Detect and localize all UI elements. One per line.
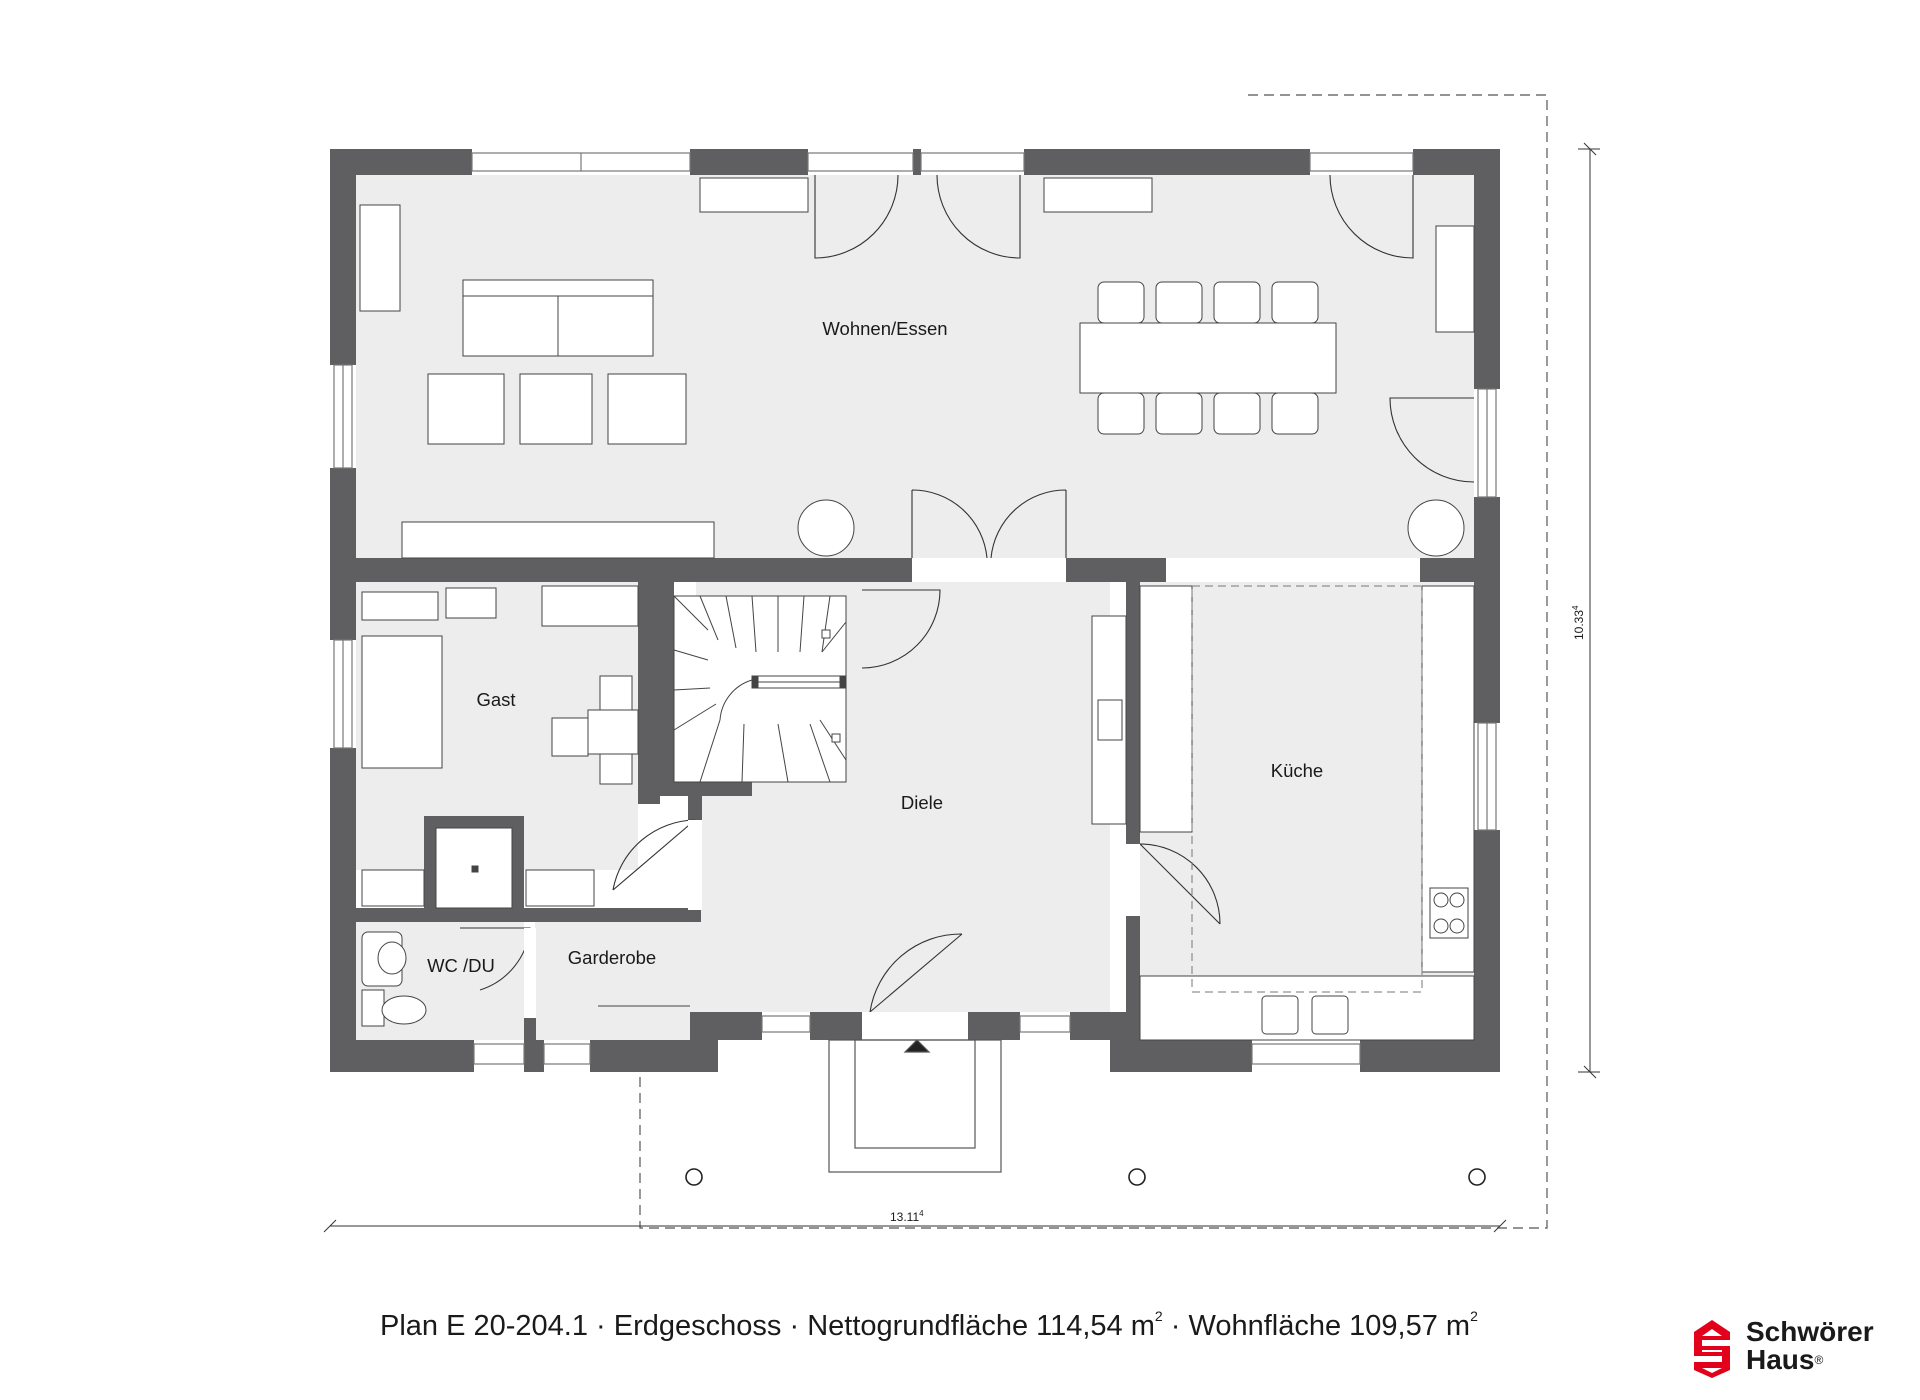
exterior-walls bbox=[330, 149, 1500, 1072]
entrance-porch bbox=[828, 1039, 1002, 1173]
interior-walls bbox=[356, 558, 1474, 1040]
unit-superscript: 2 bbox=[1154, 1308, 1163, 1324]
window-mullions bbox=[342, 153, 1488, 830]
logo-line2-text: Haus bbox=[1746, 1344, 1815, 1375]
terrace-columns bbox=[685, 1168, 1486, 1186]
room-label-wohnen: Wohnen/Essen bbox=[822, 318, 947, 339]
kitchen-island-outline bbox=[1191, 585, 1423, 993]
plan-number: Plan E 20-204.1 bbox=[380, 1310, 588, 1342]
room-label-diele: Diele bbox=[901, 792, 943, 813]
room-label-kueche: Küche bbox=[1271, 760, 1323, 781]
furniture bbox=[359, 177, 1475, 1041]
terrace-outline bbox=[639, 94, 1548, 1229]
dimension-width: 13.114 bbox=[890, 1209, 924, 1224]
logo-wordmark: Schwörer Haus® bbox=[1746, 1318, 1874, 1374]
door-openings bbox=[524, 558, 1140, 1040]
logo-line1: Schwörer bbox=[1746, 1316, 1874, 1347]
floor-name: Erdgeschoss bbox=[613, 1310, 782, 1342]
logo-mark-icon bbox=[1694, 1320, 1730, 1378]
dimension-lines bbox=[323, 142, 1600, 1233]
doors bbox=[460, 174, 1475, 1013]
logo-line2: Haus® bbox=[1746, 1346, 1874, 1374]
room-label-wc: WC /DU bbox=[427, 955, 495, 976]
registered-mark: ® bbox=[1814, 1353, 1824, 1367]
staircase bbox=[673, 595, 847, 783]
net-area: Nettogrundfläche 114,54 m bbox=[807, 1310, 1155, 1342]
room-label-gast: Gast bbox=[476, 689, 515, 710]
room-label-garderobe: Garderobe bbox=[568, 947, 656, 968]
plan-caption: Plan E 20-204.1 · Erdgeschoss · Nettogru… bbox=[380, 1308, 1478, 1343]
floor-plan: Wohnen/Essen Gast Diele Küche WC /DU Gar… bbox=[323, 94, 1600, 1233]
caption-separator: · bbox=[587, 1310, 614, 1342]
caption-separator: · bbox=[781, 1310, 808, 1342]
unit-superscript: 2 bbox=[1470, 1308, 1478, 1324]
schwoerer-haus-logo: Schwörer Haus® bbox=[1690, 1318, 1910, 1380]
dimension-depth: 10.334 bbox=[1571, 605, 1586, 640]
caption-separator: · bbox=[1162, 1310, 1189, 1342]
living-area: Wohnfläche 109,57 m bbox=[1188, 1310, 1471, 1342]
